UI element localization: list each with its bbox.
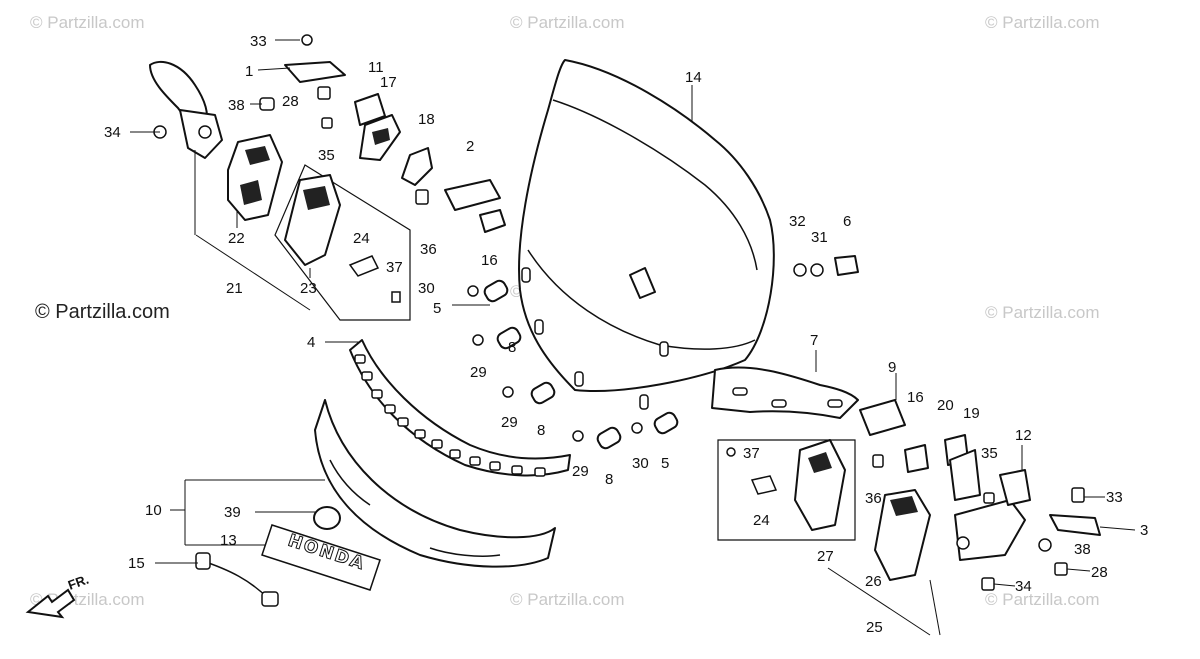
grommets-left	[467, 279, 679, 450]
callout-29: 29	[470, 364, 487, 381]
callout-34: 34	[104, 124, 121, 141]
watermark-bottom-center: © Partzilla.com	[510, 590, 625, 609]
callout-8: 8	[508, 339, 516, 356]
watermark-mid-right: © Partzilla.com	[985, 303, 1100, 322]
callout-1: 1	[245, 63, 253, 80]
callout-24: 24	[353, 230, 370, 247]
callout-30: 30	[418, 280, 435, 297]
callout-37-right: 37	[743, 445, 760, 462]
callout-27: 27	[817, 548, 834, 565]
callout-29-b: 29	[501, 414, 518, 431]
watermark-bottom-right: © Partzilla.com	[985, 590, 1100, 609]
callout-18: 18	[418, 111, 435, 128]
callout-24-right: 24	[753, 512, 770, 529]
callout-33: 33	[250, 33, 267, 50]
callout-36-right: 36	[865, 490, 882, 507]
callout-13: 13	[220, 532, 237, 549]
small-brackets	[153, 34, 506, 233]
callout-8-c: 8	[605, 471, 613, 488]
watermark-primary: © Partzilla.com	[35, 301, 170, 323]
left-cover-part	[227, 134, 283, 221]
callout-38: 38	[228, 97, 245, 114]
callout-14: 14	[685, 69, 702, 86]
callout-35: 35	[318, 147, 335, 164]
front-direction-indicator: FR.	[25, 572, 91, 619]
front-direction-label: FR.	[66, 572, 91, 593]
callout-15: 15	[128, 555, 145, 572]
callout-28-right: 28	[1091, 564, 1108, 581]
callout-numbers: 33 1 11 17 38 28 34 18 35 2 14 22 24 36 …	[104, 33, 1148, 636]
callout-37: 37	[386, 259, 403, 276]
callout-28: 28	[282, 93, 299, 110]
callout-39: 39	[224, 504, 241, 521]
callout-35-right: 35	[981, 445, 998, 462]
callout-2: 2	[466, 138, 474, 155]
callout-21: 21	[226, 280, 243, 297]
callout-5-b: 5	[661, 455, 669, 472]
lower-fairing-part	[314, 399, 556, 568]
callout-29-c: 29	[572, 463, 589, 480]
callout-9: 9	[888, 359, 896, 376]
callout-20: 20	[937, 397, 954, 414]
callout-10: 10	[145, 502, 162, 519]
right-assembly-part	[717, 255, 1101, 636]
callout-25: 25	[866, 619, 883, 636]
fairing-strip-part	[349, 339, 571, 477]
callout-8-b: 8	[537, 422, 545, 439]
left-inner-cover-part	[274, 164, 411, 321]
callout-16-right: 16	[907, 389, 924, 406]
windshield-part	[518, 59, 859, 419]
callout-3: 3	[1140, 522, 1148, 539]
callout-33-right: 33	[1106, 489, 1123, 506]
callout-16: 16	[481, 252, 498, 269]
callout-7: 7	[810, 332, 818, 349]
callout-11: 11	[368, 59, 384, 76]
callout-22: 22	[228, 230, 245, 247]
callout-12: 12	[1015, 427, 1032, 444]
left-mirror-part	[149, 60, 223, 235]
callout-26: 26	[865, 573, 882, 590]
watermark-top-right: © Partzilla.com	[985, 13, 1100, 32]
callout-19: 19	[963, 405, 980, 422]
callout-30-b: 30	[632, 455, 649, 472]
watermark-top-center: © Partzilla.com	[510, 13, 625, 32]
callout-32: 32	[789, 213, 806, 230]
callout-34-right: 34	[1015, 578, 1032, 595]
callout-36: 36	[420, 241, 437, 258]
callout-31: 31	[811, 229, 828, 246]
watermark-top-left: © Partzilla.com	[30, 13, 145, 32]
callout-4: 4	[307, 334, 315, 351]
callout-6: 6	[843, 213, 851, 230]
callout-17: 17	[380, 74, 397, 91]
callout-38-right: 38	[1074, 541, 1091, 558]
callout-5: 5	[433, 300, 441, 317]
leader-lines	[130, 39, 1136, 636]
wire-harness-part	[195, 552, 279, 607]
front-arrow-icon	[25, 588, 76, 619]
callout-23: 23	[300, 280, 317, 297]
